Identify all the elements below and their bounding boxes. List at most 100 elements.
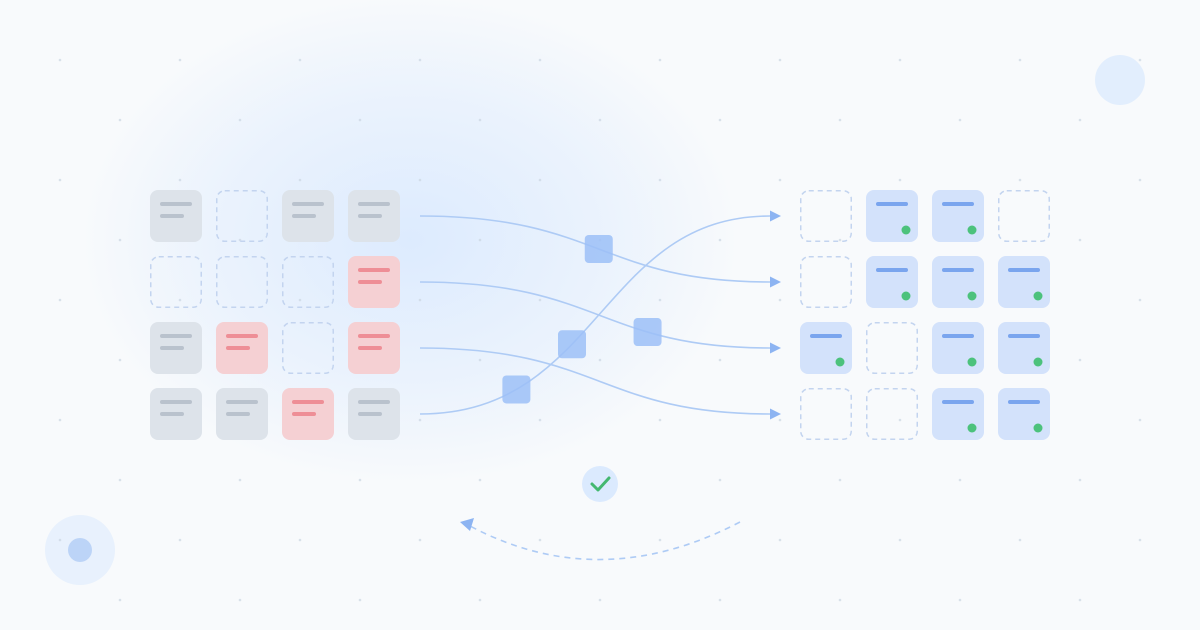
status-dot bbox=[901, 291, 911, 301]
card-line bbox=[358, 202, 390, 206]
target-card-empty bbox=[800, 190, 852, 242]
target-card-empty bbox=[866, 388, 918, 440]
card-body bbox=[998, 388, 1050, 440]
status-dot bbox=[1033, 291, 1043, 301]
source-card-neutral bbox=[150, 322, 202, 374]
dot bbox=[238, 118, 242, 122]
card-body bbox=[932, 322, 984, 374]
card-line bbox=[292, 214, 316, 218]
dot bbox=[178, 298, 182, 302]
data-packet bbox=[502, 375, 531, 404]
dot bbox=[358, 598, 362, 602]
dot bbox=[1138, 58, 1142, 62]
card-line bbox=[942, 202, 974, 206]
dot bbox=[658, 538, 662, 542]
return-arc bbox=[469, 521, 741, 561]
dot bbox=[1138, 418, 1142, 422]
dot bbox=[838, 478, 842, 482]
circle-icon bbox=[1095, 55, 1145, 105]
card-line bbox=[226, 346, 250, 350]
dot bbox=[58, 178, 62, 182]
dot bbox=[1078, 238, 1082, 242]
dot bbox=[238, 478, 242, 482]
card-line bbox=[226, 334, 258, 338]
dot bbox=[658, 58, 662, 62]
card-line bbox=[160, 334, 192, 338]
dot bbox=[778, 538, 782, 542]
dot bbox=[778, 298, 782, 302]
card-line bbox=[226, 412, 250, 416]
card-line bbox=[358, 400, 390, 404]
source-card-empty bbox=[150, 256, 202, 308]
dot bbox=[118, 358, 122, 362]
dot bbox=[418, 538, 422, 542]
target-card-done bbox=[932, 256, 984, 308]
dot bbox=[898, 58, 902, 62]
card-line bbox=[942, 268, 974, 272]
dot bbox=[898, 418, 902, 422]
status-dot bbox=[967, 423, 977, 433]
card-line bbox=[358, 334, 390, 338]
empty-slot bbox=[800, 190, 852, 242]
dot bbox=[598, 358, 602, 362]
target-card-done bbox=[998, 256, 1050, 308]
arrow-head-icon bbox=[770, 408, 781, 420]
empty-slot bbox=[800, 388, 852, 440]
card-line bbox=[292, 400, 324, 404]
dot bbox=[1078, 358, 1082, 362]
card-line bbox=[160, 346, 184, 350]
dot bbox=[118, 118, 122, 122]
dot bbox=[838, 598, 842, 602]
dot bbox=[658, 418, 662, 422]
dot bbox=[838, 118, 842, 122]
status-dot bbox=[901, 225, 911, 235]
target-card-empty bbox=[866, 322, 918, 374]
source-card-neutral bbox=[216, 388, 268, 440]
flow-line bbox=[419, 215, 771, 415]
source-card-neutral bbox=[282, 190, 334, 242]
card-line bbox=[160, 400, 192, 404]
dot bbox=[58, 58, 62, 62]
dot bbox=[898, 538, 902, 542]
dot bbox=[1078, 478, 1082, 482]
dot bbox=[418, 178, 422, 182]
dot bbox=[718, 238, 722, 242]
dot bbox=[418, 418, 422, 422]
card-body bbox=[866, 256, 918, 308]
flow-line bbox=[419, 347, 771, 415]
dot bbox=[538, 58, 542, 62]
source-card-empty bbox=[216, 256, 268, 308]
dot bbox=[538, 298, 542, 302]
dot bbox=[538, 178, 542, 182]
dot bbox=[958, 598, 962, 602]
target-card-done bbox=[932, 190, 984, 242]
empty-slot bbox=[282, 322, 334, 374]
card-body bbox=[800, 322, 852, 374]
dot bbox=[298, 178, 302, 182]
source-card-error bbox=[282, 388, 334, 440]
check-circle bbox=[582, 466, 618, 502]
dot bbox=[1078, 118, 1082, 122]
dot bbox=[478, 238, 482, 242]
dot bbox=[598, 118, 602, 122]
empty-slot bbox=[998, 190, 1050, 242]
card-line bbox=[292, 202, 324, 206]
dot bbox=[1018, 58, 1022, 62]
dot bbox=[298, 58, 302, 62]
card-line bbox=[1008, 400, 1040, 404]
status-dot bbox=[1033, 357, 1043, 367]
dot bbox=[418, 298, 422, 302]
card-line bbox=[358, 214, 382, 218]
dot bbox=[118, 238, 122, 242]
target-card-empty bbox=[800, 388, 852, 440]
dot bbox=[778, 58, 782, 62]
dot bbox=[358, 478, 362, 482]
dot bbox=[658, 298, 662, 302]
card-line bbox=[226, 400, 258, 404]
empty-slot bbox=[866, 322, 918, 374]
source-card-empty bbox=[282, 322, 334, 374]
data-packet bbox=[633, 318, 662, 347]
target-card-done bbox=[998, 322, 1050, 374]
target-card-done bbox=[866, 256, 918, 308]
